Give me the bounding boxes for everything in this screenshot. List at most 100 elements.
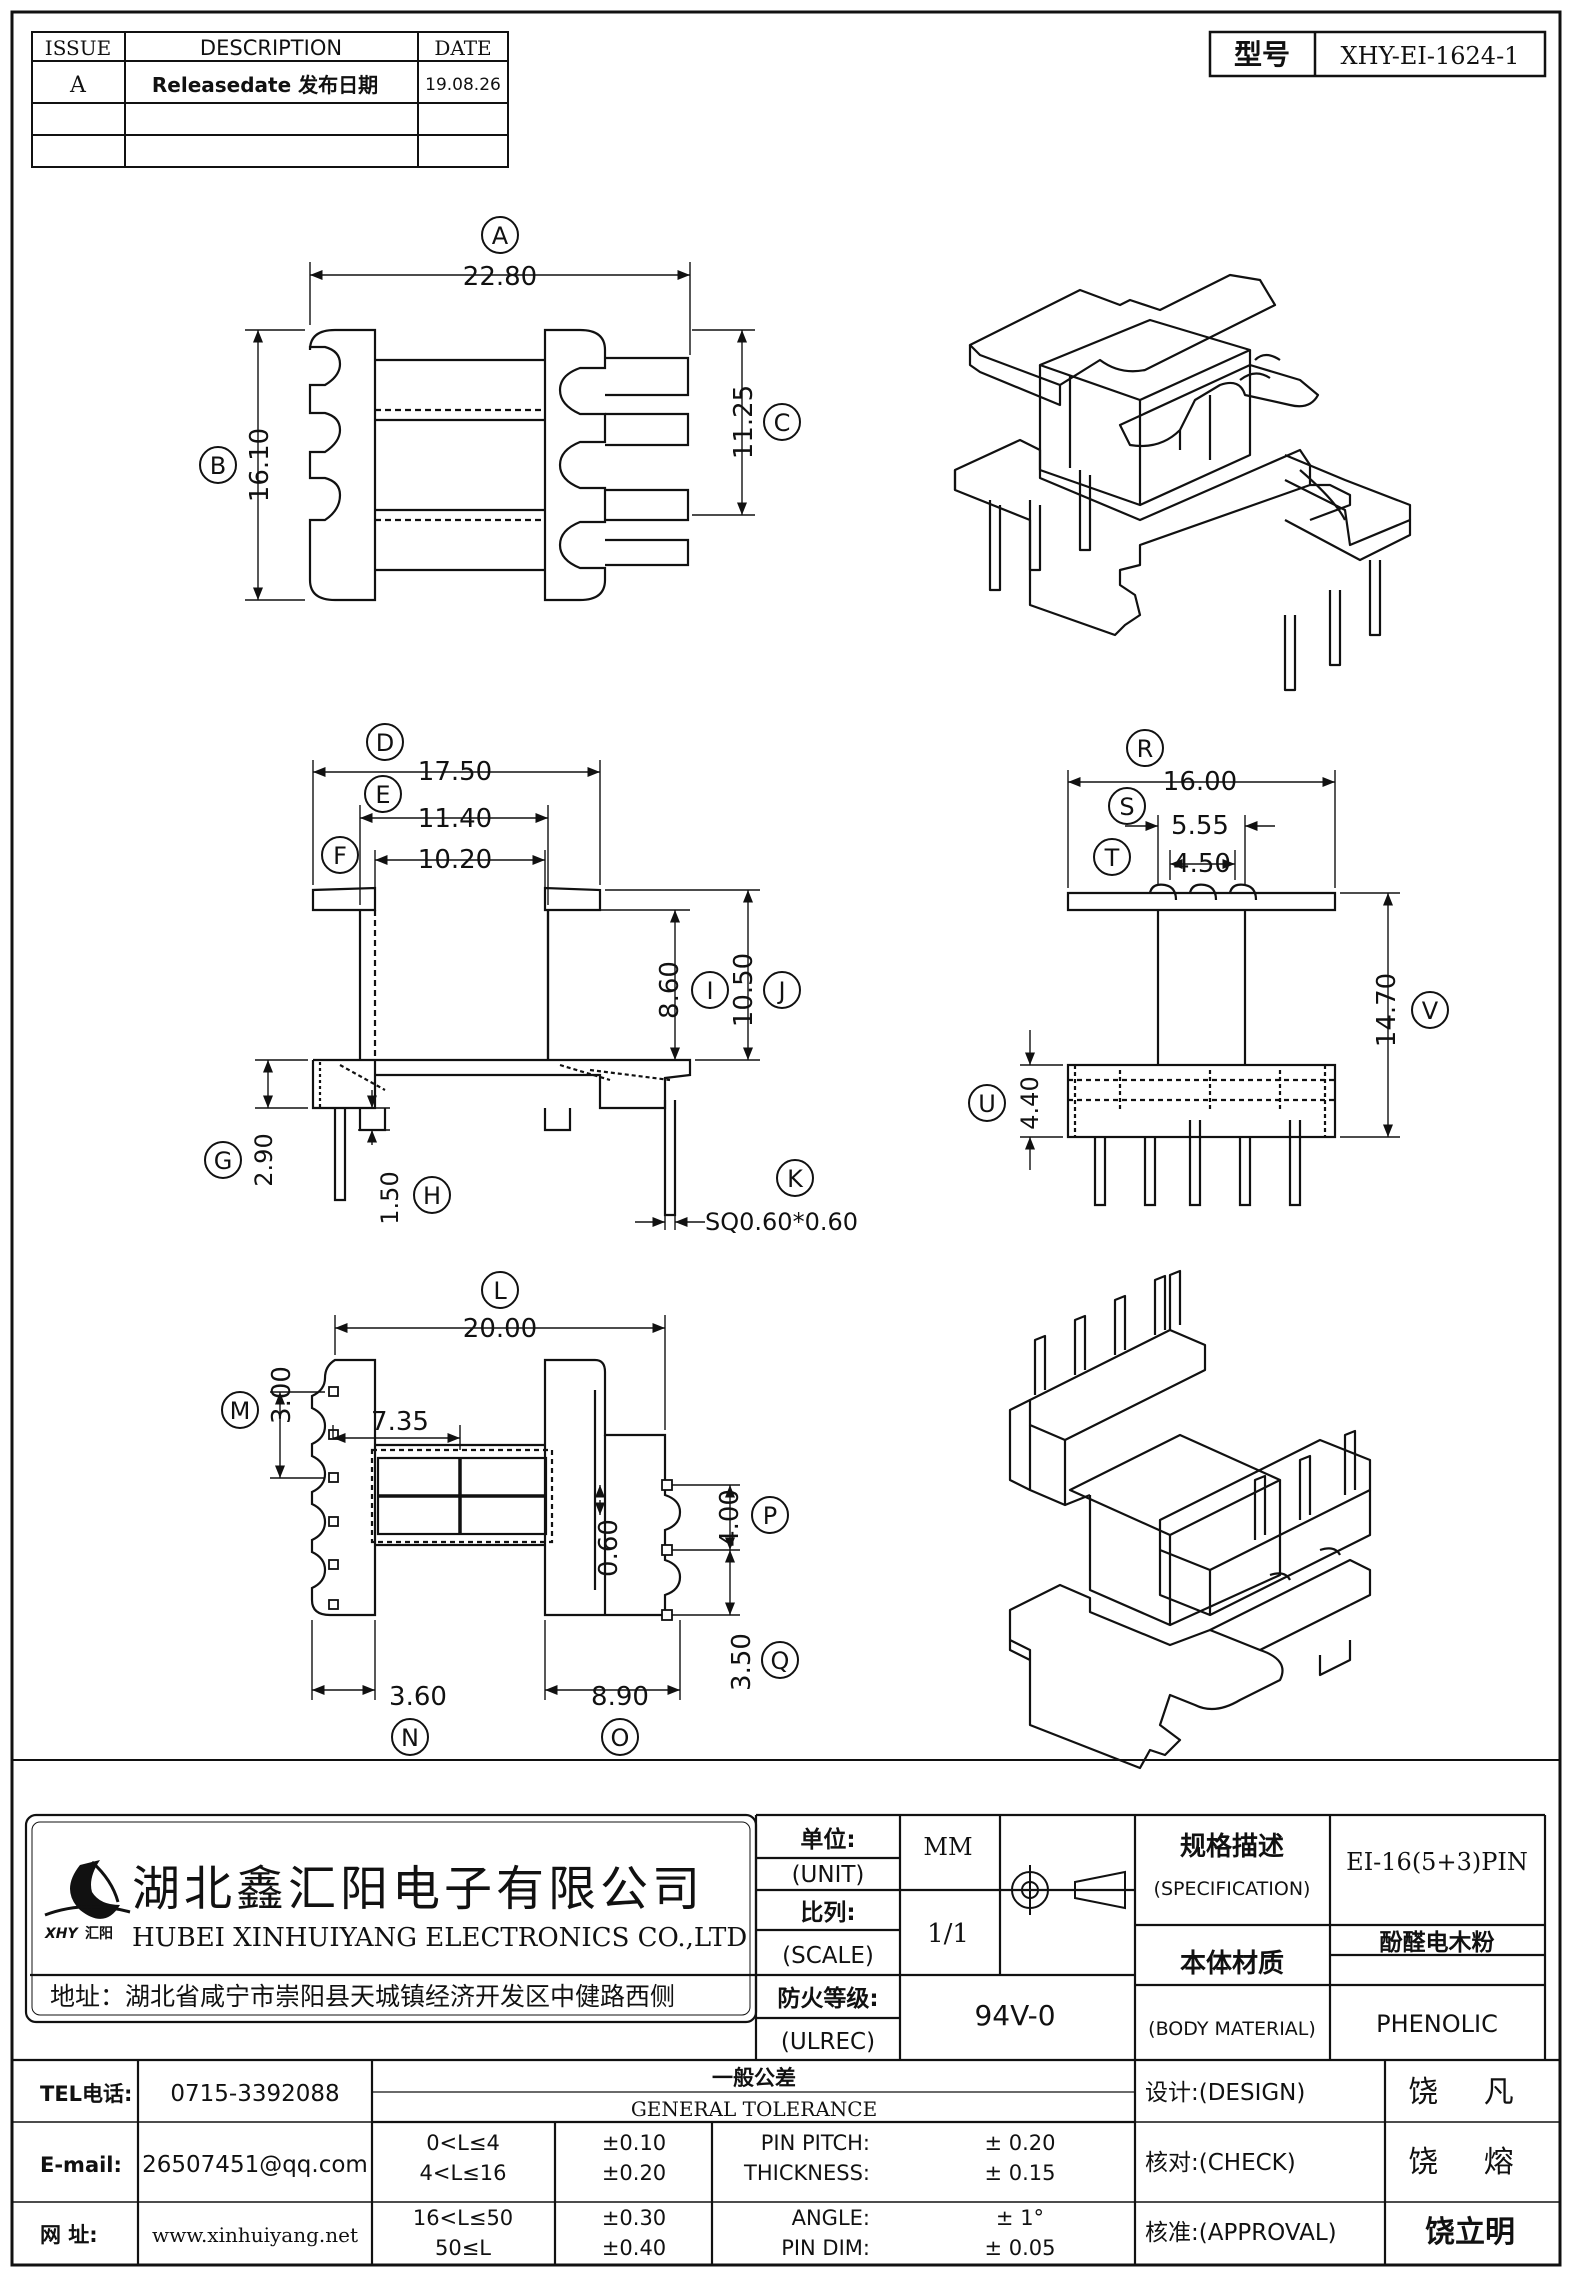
front-view — [311, 886, 692, 1217]
spec-label-en: (SPECIFICATION) — [1154, 1878, 1311, 1900]
svg-text:T: T — [1104, 844, 1120, 872]
svg-text:± 1°: ± 1° — [996, 2206, 1044, 2230]
unit-label-cn: 单位: — [800, 1826, 855, 1853]
dim-m2-value: 7.35 — [371, 1407, 429, 1437]
svg-text:N: N — [401, 1724, 419, 1752]
svg-text:H: H — [423, 1182, 441, 1210]
rev-description-a: Releasedate 发布日期 — [152, 73, 378, 97]
model-value: XHY-EI-1624-1 — [1341, 42, 1520, 70]
svg-text:THICKNESS:: THICKNESS: — [743, 2161, 870, 2185]
svg-text:± 0.05: ± 0.05 — [984, 2236, 1055, 2260]
dim-n-value: 3.60 — [389, 1682, 447, 1712]
svg-text:± 0.20: ± 0.20 — [984, 2131, 1055, 2155]
rev-header-issue: ISSUE — [45, 36, 111, 60]
svg-text:16<L≤50: 16<L≤50 — [413, 2206, 513, 2230]
dim-v-value: 14.70 — [1372, 973, 1402, 1047]
svg-text:PIN PITCH:: PIN PITCH: — [761, 2131, 870, 2155]
material-value-en: PHENOLIC — [1376, 2010, 1498, 2038]
tel-label: TEL电话: — [40, 2082, 132, 2106]
dim-a-value: 22.80 — [463, 262, 537, 292]
svg-text:J: J — [776, 977, 785, 1005]
svg-text:R: R — [1137, 735, 1154, 763]
dim-c-value: 11.25 — [729, 385, 759, 459]
tolerance-title-cn: 一般公差 — [712, 2066, 796, 2090]
svg-text:ANGLE:: ANGLE: — [792, 2206, 870, 2230]
ulrec-value: 94V-0 — [974, 1999, 1055, 2032]
svg-text:I: I — [706, 977, 713, 1005]
dim-p-value: 4.00 — [715, 1489, 745, 1547]
dim-u-value: 4.40 — [1016, 1076, 1044, 1129]
svg-text:V: V — [1422, 997, 1439, 1025]
side-view — [1066, 883, 1337, 1207]
scale-label-en: (SCALE) — [782, 1943, 874, 1969]
tolerance-rows: 0<L≤4 ±0.10 PIN PITCH: ± 0.20 4<L≤16 ±0.… — [413, 2131, 1056, 2260]
design-name: 饶 凡 — [1408, 2075, 1532, 2110]
dim-t-value: 4.50 — [1173, 849, 1231, 879]
isometric-top-view — [953, 273, 1412, 692]
rev-header-description: DESCRIPTION — [200, 36, 342, 60]
unit-value: MM — [923, 1833, 972, 1861]
rev-issue-a: A — [69, 73, 87, 98]
dim-b-value: 16.10 — [245, 428, 275, 502]
material-label-en: (BODY MATERIAL) — [1148, 2018, 1316, 2040]
tolerance-title-en: GENERAL TOLERANCE — [631, 2097, 877, 2121]
ulrec-label-en: (ULREC) — [781, 2029, 875, 2055]
svg-text:XHY: XHY — [44, 1926, 80, 1942]
dim-l-value: 20.00 — [463, 1314, 537, 1344]
company-logo: XHY 汇阳 — [44, 1860, 131, 1942]
model-label: 型号 — [1234, 38, 1290, 71]
tel-value: 0715-3392088 — [170, 2081, 339, 2107]
svg-text:S: S — [1119, 793, 1134, 821]
svg-text:K: K — [787, 1165, 804, 1193]
web-label: 网 址: — [40, 2223, 98, 2247]
scale-value: 1/1 — [927, 1919, 969, 1949]
svg-text:E: E — [375, 781, 390, 809]
svg-text:±0.30: ±0.30 — [602, 2206, 666, 2230]
svg-text:U: U — [978, 1090, 996, 1118]
dim-h-value: 1.50 — [376, 1171, 404, 1224]
title-block — [12, 1813, 1560, 2265]
svg-text:G: G — [214, 1147, 233, 1175]
email-label: E-mail: — [40, 2153, 122, 2177]
dim-m-value: 3.00 — [267, 1366, 297, 1424]
revision-table — [31, 31, 509, 168]
material-value-cn: 酚醛电木粉 — [1380, 1930, 1495, 1956]
svg-text:PIN DIM:: PIN DIM: — [781, 2236, 870, 2260]
email-value: 26507451@qq.com — [142, 2152, 368, 2178]
isometric-bottom-view — [1008, 1269, 1372, 1770]
approval-label: 核准:(APPROVAL) — [1145, 2220, 1337, 2246]
bottom-view — [310, 1358, 682, 1617]
dim-d-value: 17.50 — [418, 757, 492, 787]
company-name-en: HUBEI XINHUIYANG ELECTRONICS CO.,LTD — [132, 1923, 747, 1953]
dim-k-value: SQ0.60*0.60 — [705, 1208, 858, 1236]
dim-o-value: 8.90 — [591, 1682, 649, 1712]
svg-text:B: B — [210, 452, 226, 480]
svg-text:±0.20: ±0.20 — [602, 2161, 666, 2185]
company-address: 地址：湖北省咸宁市崇阳县天城镇经济开发区中健路西侧 — [50, 1982, 675, 2011]
svg-text:M: M — [230, 1397, 251, 1425]
dim-s-value: 5.55 — [1171, 811, 1229, 841]
web-value: www.xinhuiyang.net — [152, 2223, 358, 2247]
rev-header-date: DATE — [434, 36, 491, 60]
svg-text:C: C — [774, 409, 791, 437]
svg-text:50≤L: 50≤L — [435, 2236, 491, 2260]
svg-text:±0.40: ±0.40 — [602, 2236, 666, 2260]
dim-f-value: 10.20 — [418, 845, 492, 875]
company-name-cn: 湖北鑫汇阳电子有限公司 — [132, 1861, 704, 1917]
dim-q-value: 3.50 — [727, 1633, 757, 1691]
dim-p2-value: 0.60 — [594, 1519, 624, 1577]
model-box — [1208, 30, 1547, 78]
rev-date-a: 19.08.26 — [425, 75, 501, 95]
design-label: 设计:(DESIGN) — [1145, 2080, 1305, 2106]
svg-text:Q: Q — [771, 1647, 790, 1675]
ulrec-label-cn: 防火等级: — [777, 1985, 878, 2012]
svg-text:O: O — [611, 1724, 630, 1752]
top-view — [308, 328, 690, 602]
sheet-border — [10, 10, 1562, 2267]
svg-text:L: L — [493, 1277, 507, 1305]
dim-e-value: 11.40 — [418, 804, 492, 834]
dim-i-value: 8.60 — [655, 961, 685, 1019]
svg-text:±0.10: ±0.10 — [602, 2131, 666, 2155]
scale-label-cn: 比列: — [800, 1900, 855, 1926]
svg-text:P: P — [763, 1502, 777, 1530]
